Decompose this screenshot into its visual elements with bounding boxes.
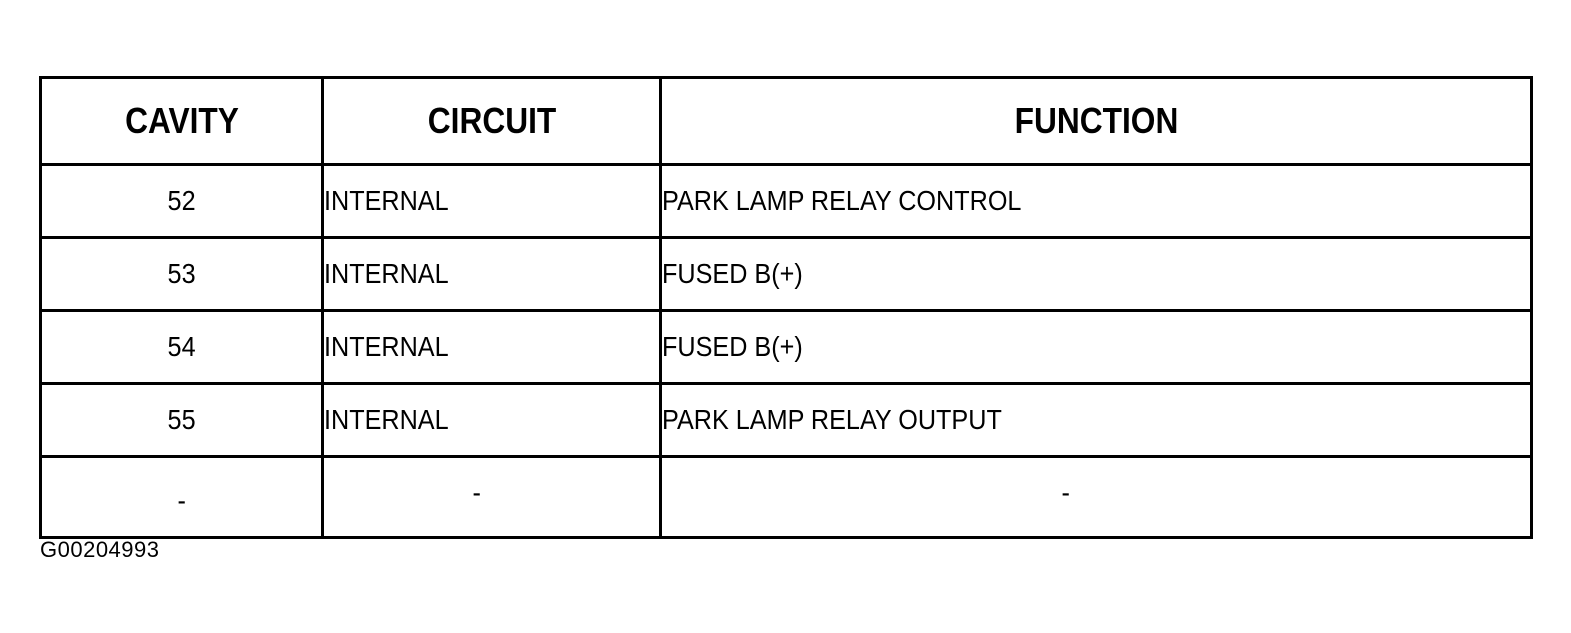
function-cell: FUSED B(+) xyxy=(659,236,1533,312)
circuit-cell: INTERNAL xyxy=(321,309,662,385)
function-cell: PARK LAMP RELAY CONTROL xyxy=(659,163,1533,239)
circuit-value: INTERNAL xyxy=(324,258,449,289)
table-row: 52 INTERNAL PARK LAMP RELAY CONTROL xyxy=(39,163,1533,239)
cavity-cell: - xyxy=(39,455,324,539)
function-value: PARK LAMP RELAY CONTROL xyxy=(662,185,1022,216)
circuit-cell: INTERNAL xyxy=(321,382,662,458)
circuit-cell: INTERNAL xyxy=(321,236,662,312)
table-row: 53 INTERNAL FUSED B(+) xyxy=(39,236,1533,312)
cavity-value: 52 xyxy=(167,185,196,216)
function-value: PARK LAMP RELAY OUTPUT xyxy=(662,404,1002,435)
cavity-value: 55 xyxy=(167,404,196,435)
table-row: - - - xyxy=(39,455,1533,539)
function-value: - xyxy=(1061,477,1071,508)
cavity-cell: 52 xyxy=(39,163,324,239)
figure-id: G00204993 xyxy=(40,537,160,562)
circuit-value: - xyxy=(472,477,481,508)
cavity-cell: 54 xyxy=(39,309,324,385)
circuit-value: INTERNAL xyxy=(324,404,449,435)
circuit-value: INTERNAL xyxy=(324,331,449,362)
circuit-cell: - xyxy=(321,455,662,539)
cavity-value: 53 xyxy=(167,258,196,289)
cavity-value: - xyxy=(177,485,186,516)
cavity-cell: 55 xyxy=(39,382,324,458)
function-cell: FUSED B(+) xyxy=(659,309,1533,385)
function-cell: PARK LAMP RELAY OUTPUT xyxy=(659,382,1533,458)
circuit-value: INTERNAL xyxy=(324,185,449,216)
function-cell: - xyxy=(659,455,1533,539)
column-header-cavity: CAVITY xyxy=(56,76,307,166)
column-header-circuit: CIRCUIT xyxy=(341,76,642,166)
function-value: FUSED B(+) xyxy=(662,331,803,362)
function-value: FUSED B(+) xyxy=(662,258,803,289)
connector-pinout-table: CAVITY CIRCUIT FUNCTION 52 INTERNAL PARK… xyxy=(39,76,1533,539)
column-header-function: FUNCTION xyxy=(711,76,1481,166)
table-row: 54 INTERNAL FUSED B(+) xyxy=(39,309,1533,385)
table-row: 55 INTERNAL PARK LAMP RELAY OUTPUT xyxy=(39,382,1533,458)
header-row: CAVITY CIRCUIT FUNCTION xyxy=(41,76,1532,166)
cavity-cell: 53 xyxy=(39,236,324,312)
cavity-value: 54 xyxy=(167,331,196,362)
circuit-cell: INTERNAL xyxy=(321,163,662,239)
